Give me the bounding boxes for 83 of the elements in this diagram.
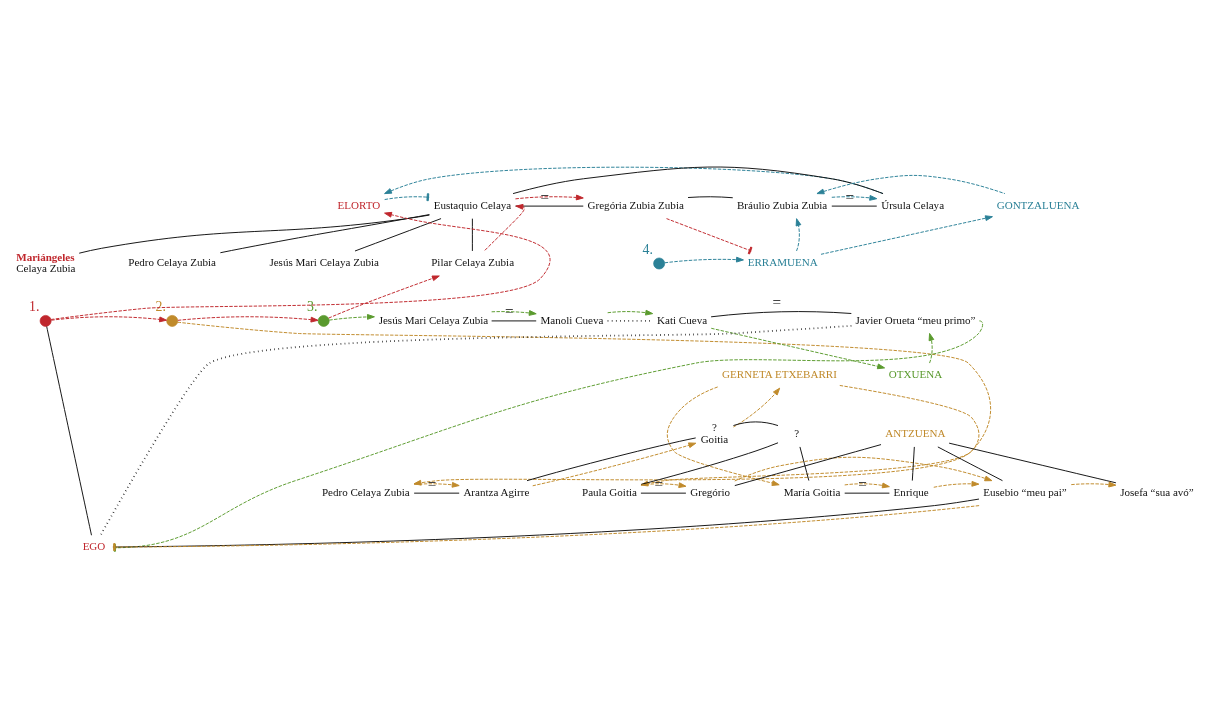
arrow [666, 386, 780, 486]
arrow [816, 174, 1006, 195]
arrow [328, 314, 375, 321]
node-text: Arantza Agirre [463, 485, 530, 498]
node-text: ? Goitia [700, 420, 729, 446]
arrow [933, 480, 980, 488]
node-text: OTXUENA [888, 368, 943, 381]
arrow [820, 215, 993, 255]
arrow [795, 218, 802, 252]
node-text: Gregória Zubia Zubia [587, 198, 684, 211]
arrow [844, 482, 890, 489]
edge-label: = [772, 293, 782, 311]
node-label: 4. [642, 241, 653, 257]
node-text: GERNETA ETXEBARRI [722, 368, 837, 381]
arrow [1070, 481, 1117, 488]
node-text: Paula Goitia [582, 485, 637, 498]
arrow [514, 194, 584, 201]
node-label: 1. [29, 299, 40, 315]
node-text: Jesús Mari Celaya Zubia [269, 256, 379, 269]
connector [354, 218, 442, 252]
connector [471, 218, 473, 252]
arrow [491, 310, 537, 316]
node-text: ELORTO [337, 198, 381, 211]
node-text: Úrsula Celaya [881, 198, 945, 211]
connector [911, 446, 915, 482]
node-text: Manoli Cueva [540, 313, 604, 326]
node-text: EGO [82, 540, 106, 553]
arrow [484, 203, 525, 251]
connector [687, 196, 734, 199]
arrow [50, 316, 168, 323]
arrow [413, 481, 460, 488]
arrow [734, 456, 993, 482]
node-text: GONTZALUENA [996, 198, 1080, 211]
node-text: Jesús Mari Celaya Zubia [378, 313, 489, 326]
node-text: Eustaquio Celaya [433, 198, 512, 211]
node-text: ? [794, 426, 800, 439]
connector [384, 193, 430, 202]
node-text: ERRAMUENA [747, 256, 818, 269]
edge-label: = [540, 187, 550, 205]
arrow [710, 327, 886, 370]
connector [526, 437, 697, 482]
connector [512, 166, 884, 195]
node-text: Pedro Celaya Zubia [128, 256, 217, 269]
node-text: Pedro Celaya Zubia [321, 485, 410, 498]
connector [732, 421, 779, 427]
arrow [328, 275, 440, 319]
node-text: Mariángeles Celaya Zubia [16, 250, 76, 274]
arrow [50, 211, 551, 320]
connector [948, 442, 1117, 484]
arrow [831, 195, 878, 201]
node-text: ANTZUENA [885, 426, 946, 439]
node-label: 3. [307, 299, 318, 315]
node-circle [653, 257, 666, 270]
node-circle [317, 315, 330, 327]
connector [219, 214, 430, 254]
edge-label: = [845, 187, 855, 205]
arrow [177, 316, 319, 323]
node-text: Pilar Celaya Zubia [431, 256, 515, 269]
edge-label: = [858, 474, 867, 492]
edge-label: = [654, 474, 664, 492]
connector [799, 446, 810, 482]
arrow [732, 387, 781, 428]
node-text: Gregório [690, 485, 731, 498]
arrow [384, 166, 884, 195]
arrow [607, 309, 654, 316]
connector [78, 214, 430, 254]
node-circle [39, 315, 52, 327]
connector [937, 446, 1003, 482]
node-text: Josefa “sua avó” [1120, 485, 1194, 498]
node-text: Enrique [893, 485, 929, 498]
node-text: Kati Cueva [657, 313, 708, 326]
connector [710, 311, 852, 318]
edge-label: = [427, 474, 437, 492]
connector [734, 444, 882, 487]
node-text: Javier Orueta “meu primo” [855, 313, 976, 326]
arrow [664, 256, 744, 264]
connector [46, 326, 92, 536]
node-text: Bráulio Zubia Zubia [736, 198, 828, 211]
node-text: Eusebio “meu pai” [983, 485, 1067, 498]
node-circle [166, 315, 179, 327]
arrow [928, 332, 935, 364]
node-text: María Goitia [783, 485, 841, 498]
connector [666, 218, 753, 255]
